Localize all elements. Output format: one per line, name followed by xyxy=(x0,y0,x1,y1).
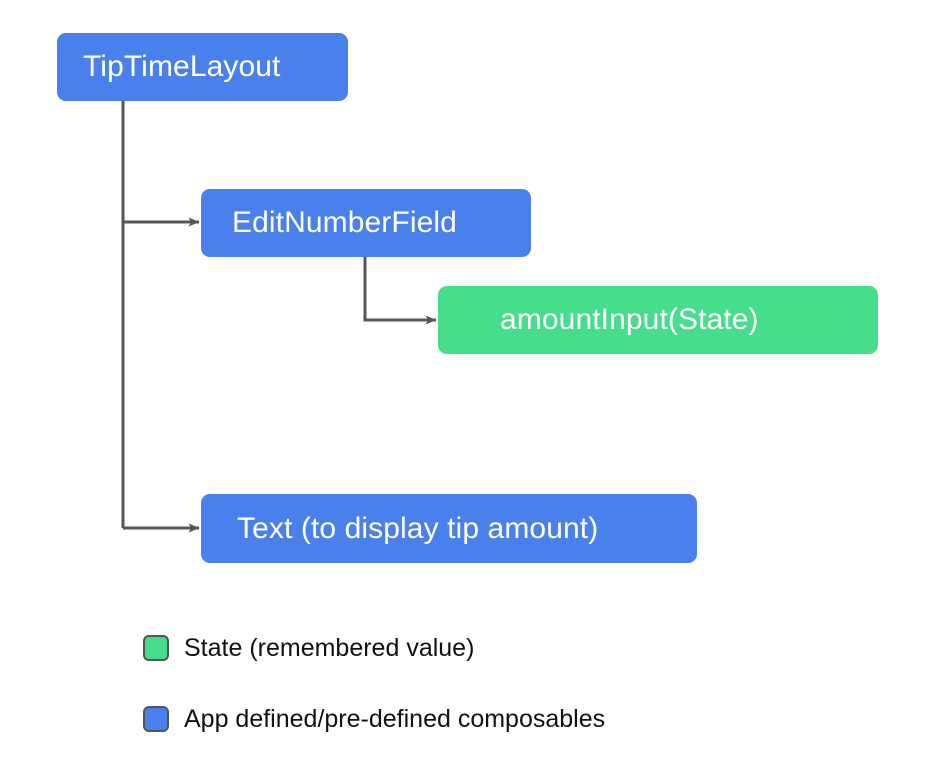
legend-item-state: State (remembered value) xyxy=(143,632,605,664)
legend-label-composables: App defined/pre-defined composables xyxy=(184,704,606,733)
node-text-tip-amount-label: Text (to display tip amount) xyxy=(237,511,599,545)
legend-swatch-composables-icon xyxy=(143,706,169,732)
node-amountinput-state-label: amountInput(State) xyxy=(500,303,759,336)
node-tiptimelayout: TipTimeLayout xyxy=(57,33,348,101)
legend-item-composables: App defined/pre-defined composables xyxy=(143,703,605,735)
legend: State (remembered value) App defined/pre… xyxy=(143,632,605,774)
node-editnumberfield-label: EditNumberField xyxy=(232,206,457,239)
node-tiptimelayout-label: TipTimeLayout xyxy=(83,50,281,83)
node-amountinput-state: amountInput(State) xyxy=(438,286,878,354)
legend-swatch-state-icon xyxy=(143,635,169,661)
node-text-tip-amount: Text (to display tip amount) xyxy=(201,494,697,563)
node-editnumberfield: EditNumberField xyxy=(201,189,531,257)
legend-label-state: State (remembered value) xyxy=(184,633,475,662)
connector-editnumberfield-to-amountinput xyxy=(363,257,437,325)
